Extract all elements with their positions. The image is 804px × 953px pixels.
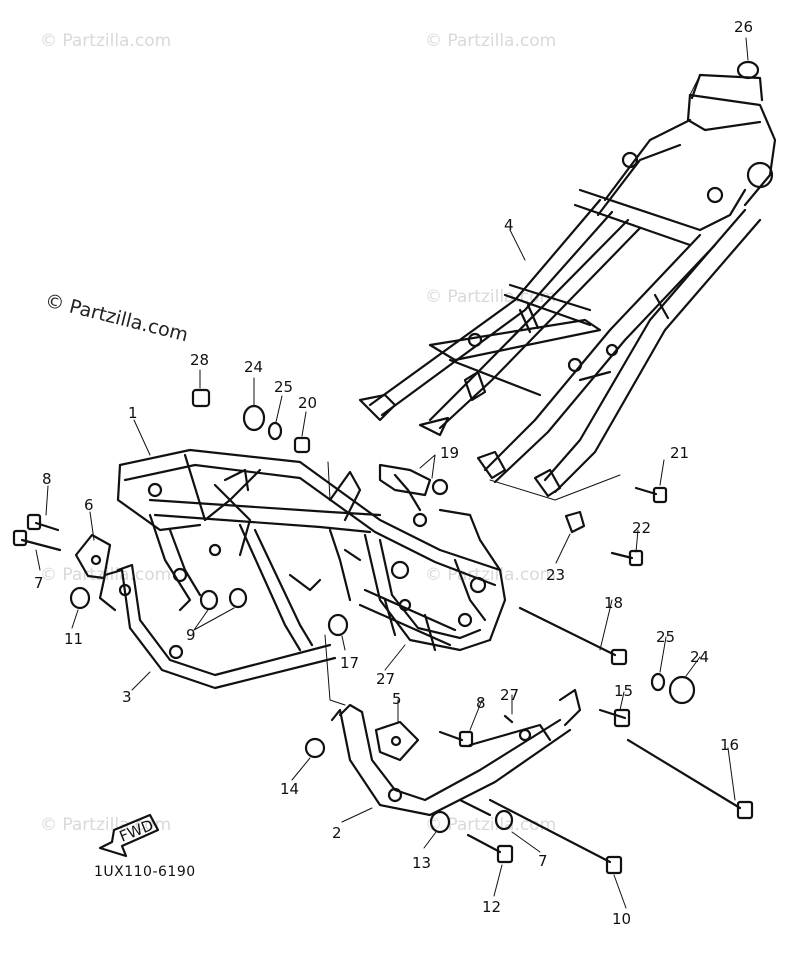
callout-12: 12 — [482, 898, 501, 916]
watermark-faint: © Partzilla.com — [425, 815, 556, 835]
callout-5: 5 — [392, 690, 402, 708]
callout-18: 18 — [604, 594, 623, 612]
callout-3: 3 — [122, 688, 132, 706]
assembly-lines — [324, 74, 701, 706]
callout-7: 7 — [34, 574, 44, 592]
callout-26: 26 — [734, 18, 753, 36]
rear-frame — [358, 73, 777, 498]
watermark-faint: © Partzilla.com — [425, 31, 556, 51]
engine-bracket-right — [374, 720, 420, 762]
watermark-layer: © Partzilla.com © Partzilla.com © Partzi… — [40, 31, 556, 835]
callout-16: 16 — [720, 736, 739, 754]
callout-7: 7 — [538, 852, 548, 870]
hardware — [69, 60, 760, 834]
diagram-code: 1UX110-6190 — [94, 864, 196, 880]
watermark-primary: © Partzilla.com — [43, 290, 191, 347]
callout-6: 6 — [84, 496, 94, 514]
callout-23: 23 — [546, 566, 565, 584]
main-frame — [116, 448, 507, 652]
callout-27: 27 — [500, 686, 519, 704]
callout-numbers: 26 4 28 24 25 20 1 19 21 8 6 7 11 9 3 17… — [34, 18, 753, 928]
callout-15: 15 — [614, 682, 633, 700]
callout-27: 27 — [376, 670, 395, 688]
callout-8: 8 — [42, 470, 52, 488]
callout-22: 22 — [632, 519, 651, 537]
callout-10: 10 — [612, 910, 631, 928]
leader-lines — [35, 37, 749, 909]
forward-arrow-icon — [98, 813, 160, 858]
callout-2: 2 — [332, 824, 342, 842]
callout-13: 13 — [412, 854, 431, 872]
callout-9: 9 — [186, 626, 196, 644]
callout-25: 25 — [274, 378, 293, 396]
callout-8: 8 — [476, 694, 486, 712]
engine-bracket-left — [74, 533, 112, 580]
callout-20: 20 — [298, 394, 317, 412]
callout-4: 4 — [504, 216, 514, 234]
callout-14: 14 — [280, 780, 299, 798]
down-tube-right — [330, 688, 582, 817]
down-tube-left — [98, 563, 337, 690]
callout-21: 21 — [670, 444, 689, 462]
callout-24: 24 — [244, 358, 263, 376]
callout-25: 25 — [656, 628, 675, 646]
callout-28: 28 — [190, 351, 209, 369]
callout-11: 11 — [64, 630, 83, 648]
bolts — [12, 486, 754, 875]
callout-24: 24 — [690, 648, 709, 666]
callout-1: 1 — [128, 404, 138, 422]
watermark-faint: © Partzilla.com — [40, 31, 171, 51]
callout-17: 17 — [340, 654, 359, 672]
callout-19: 19 — [440, 444, 459, 462]
